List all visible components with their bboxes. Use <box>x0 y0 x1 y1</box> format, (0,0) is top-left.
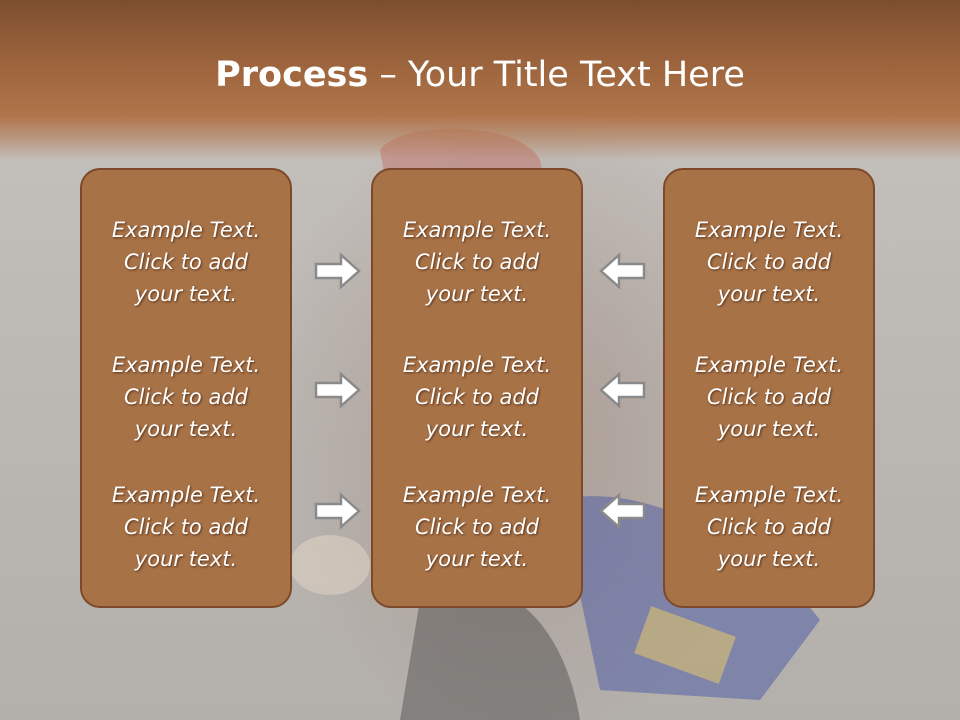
entry-line: your text. <box>717 417 821 441</box>
text-placeholder[interactable]: Example Text. Click to add your text. <box>665 349 873 445</box>
arrow-right-icon[interactable] <box>313 491 363 531</box>
title-rest: – Your Title Text Here <box>368 55 745 95</box>
entry-line: your text. <box>425 417 529 441</box>
entry-line: Example Text. <box>402 483 552 507</box>
entry-line: Click to add <box>414 250 539 274</box>
arrow-right-icon[interactable] <box>313 251 363 291</box>
text-placeholder[interactable]: Example Text. Click to add your text. <box>373 214 581 310</box>
text-placeholder[interactable]: Example Text. Click to add your text. <box>665 214 873 310</box>
process-box-center[interactable]: Example Text. Click to add your text. Ex… <box>371 168 583 608</box>
arrow-left-icon[interactable] <box>597 251 647 291</box>
entry-line: Click to add <box>123 515 248 539</box>
text-placeholder[interactable]: Example Text. Click to add your text. <box>82 349 290 445</box>
entry-line: your text. <box>425 282 529 306</box>
entry-line: Example Text. <box>111 483 261 507</box>
text-placeholder[interactable]: Example Text. Click to add your text. <box>82 214 290 310</box>
text-placeholder[interactable]: Example Text. Click to add your text. <box>373 479 581 575</box>
process-box-left[interactable]: Example Text. Click to add your text. Ex… <box>80 168 292 608</box>
entry-line: your text. <box>717 547 821 571</box>
arrow-left-icon[interactable] <box>597 370 647 410</box>
entry-line: your text. <box>134 282 238 306</box>
text-placeholder[interactable]: Example Text. Click to add your text. <box>82 479 290 575</box>
entry-line: Click to add <box>414 385 539 409</box>
entry-line: Click to add <box>414 515 539 539</box>
entry-line: your text. <box>425 547 529 571</box>
entry-line: Example Text. <box>402 353 552 377</box>
entry-line: Click to add <box>706 385 831 409</box>
text-placeholder[interactable]: Example Text. Click to add your text. <box>373 349 581 445</box>
entry-line: Example Text. <box>111 218 261 242</box>
title-bold: Process <box>215 55 369 95</box>
entry-line: Example Text. <box>402 218 552 242</box>
arrow-right-icon[interactable] <box>313 370 363 410</box>
entry-line: Click to add <box>123 385 248 409</box>
arrow-left-icon[interactable] <box>597 491 647 531</box>
entry-line: your text. <box>134 547 238 571</box>
entry-line: your text. <box>134 417 238 441</box>
entry-line: Click to add <box>123 250 248 274</box>
entry-line: Example Text. <box>694 353 844 377</box>
entry-line: your text. <box>717 282 821 306</box>
text-placeholder[interactable]: Example Text. Click to add your text. <box>665 479 873 575</box>
slide-title[interactable]: Process – Your Title Text Here <box>0 50 960 100</box>
process-box-right[interactable]: Example Text. Click to add your text. Ex… <box>663 168 875 608</box>
entry-line: Example Text. <box>694 218 844 242</box>
entry-line: Example Text. <box>111 353 261 377</box>
entry-line: Click to add <box>706 515 831 539</box>
header-band <box>0 0 960 160</box>
entry-line: Example Text. <box>694 483 844 507</box>
entry-line: Click to add <box>706 250 831 274</box>
